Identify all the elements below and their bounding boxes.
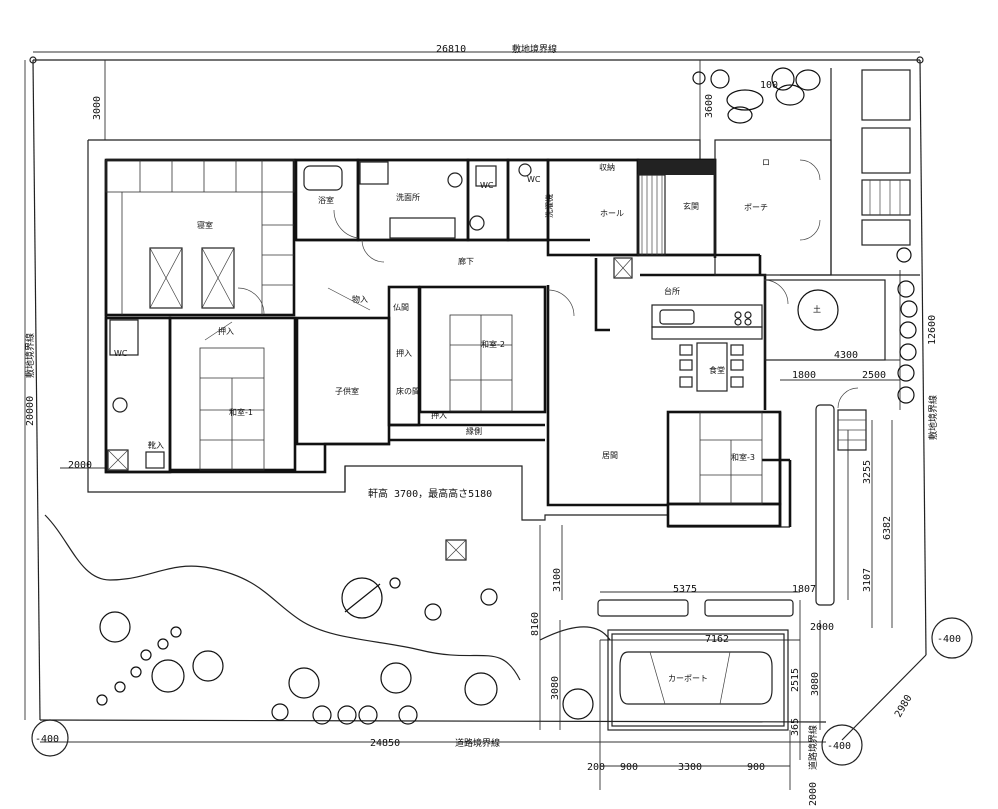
room-carport: カーポート — [668, 674, 708, 683]
room-ro: ロ — [762, 158, 770, 167]
dim-garage-b2: 900 — [620, 762, 638, 773]
room-rouka: 廊下 — [458, 256, 474, 266]
room-kodomo: 子供室 — [335, 386, 359, 396]
room-kitchen: 台所 — [664, 286, 680, 296]
room-kutsu: 靴入 — [148, 440, 164, 450]
room-yokushitsu: 浴室 — [318, 195, 334, 205]
room-oshiire1: 押入 — [218, 326, 234, 336]
dim-bottom-total: 24850 — [370, 738, 400, 749]
room-senpuki: 洗濯機 — [544, 194, 554, 218]
dim-right-1: 12600 — [927, 315, 938, 345]
dim-right-label: 敷地境界線 — [927, 395, 939, 440]
dim-left-total: 20000 — [25, 396, 36, 426]
room-senmen: 洗面所 — [396, 192, 420, 202]
dim-garage-r2: 2515 — [790, 668, 801, 692]
dim-top-setback: 3000 — [92, 96, 103, 120]
room-shuno: 収納 — [599, 162, 615, 172]
level-markers — [31, 617, 973, 766]
dim-top-small: 3600 — [704, 94, 715, 118]
room-wc3: WC — [114, 349, 128, 358]
dim-top-label: 敷地境界線 — [512, 43, 557, 55]
garden — [44, 466, 611, 681]
dim-garage-b1: 200 — [587, 762, 605, 773]
dim-right-5: 3255 — [862, 460, 873, 484]
dim-garage-w3: 7162 — [705, 634, 729, 645]
dim-bottom-label: 道路境界線 — [455, 737, 500, 749]
dim-garage-w1: 5375 — [673, 584, 697, 595]
room-porch: ポーチ — [744, 203, 768, 212]
room-wc1: WC — [480, 181, 494, 190]
steps — [815, 69, 911, 606]
dimension-labels: 26810 敷地境界線 3000 3600 100 20000 敷地境界線 20… — [24, 43, 939, 806]
dim-right-2: 4300 — [834, 350, 858, 361]
dim-left-label: 敷地境界線 — [24, 333, 36, 378]
dim-garage-b4: 900 — [747, 762, 765, 773]
dim-right-7: 3107 — [862, 568, 873, 592]
dim-mid-3: 3080 — [550, 676, 561, 700]
dim-top-small2: 100 — [760, 80, 778, 91]
dim-left-bottom: 2000 — [68, 460, 92, 471]
room-washitsu2: 和室-2 — [481, 339, 505, 349]
trees — [96, 67, 918, 725]
dim-mid-1: 3100 — [552, 568, 563, 592]
dim-right-6: 6382 — [882, 516, 893, 540]
room-tsuchi: 土 — [813, 304, 821, 314]
room-oshiire2: 押入 — [396, 348, 412, 358]
level-r: -400 — [937, 634, 961, 645]
room-oshiire3: 押入 — [431, 410, 447, 420]
dim-bottom-right-label: 道路境界線 — [807, 725, 819, 770]
building-walls — [87, 68, 920, 528]
room-engawa: 縁側 — [466, 426, 482, 436]
room-shinshitsu: 寝室 — [197, 220, 213, 230]
door-swings — [204, 159, 859, 409]
dim-garage-r1: 2000 — [810, 622, 834, 633]
dim-mid-2: 8160 — [530, 612, 541, 636]
dimension-lines — [24, 51, 920, 790]
room-hall: ホール — [600, 209, 624, 218]
dim-garage-r3: 3080 — [810, 672, 821, 696]
fixtures — [107, 160, 763, 471]
dim-right-4: 2500 — [862, 370, 886, 381]
dim-right-3: 1800 — [792, 370, 816, 381]
level-br: -400 — [827, 741, 851, 752]
room-kaidan: 物入 — [352, 294, 368, 304]
room-wc2: WC — [527, 175, 541, 184]
tatami-patterns — [105, 159, 763, 505]
room-shokudo: 食堂 — [709, 365, 725, 375]
room-washitsu1: 和室-1 — [229, 407, 253, 417]
room-labels: 寝室 洗面所 浴室 WC WC 洗濯機 ホール 玄関 ポーチ 廊下 台所 食堂 … — [114, 158, 821, 683]
carport — [597, 599, 794, 731]
beds — [149, 247, 235, 309]
room-ima: 居間 — [602, 451, 618, 460]
dim-garage-w2: 1807 — [792, 584, 816, 595]
room-washitsu3: 和室-3 — [731, 452, 755, 462]
dim-diag-right: 2980 — [893, 693, 915, 719]
room-genkan: 玄関 — [683, 201, 699, 211]
level-labels: -400 -400 -400 — [35, 634, 961, 752]
dim-garage-b3: 3300 — [678, 762, 702, 773]
dim-bottom-right: 2000 — [808, 782, 819, 806]
room-tokonoma: 床の間 — [396, 386, 420, 396]
height-note: 軒高 3700，最高高さ5180 — [368, 487, 492, 500]
dim-top-total: 26810 — [436, 44, 466, 55]
site-boundary — [29, 56, 927, 741]
room-butsudan: 仏間 — [393, 303, 409, 312]
level-bl: -400 — [35, 734, 59, 745]
dim-garage-r4: 365 — [790, 718, 801, 736]
